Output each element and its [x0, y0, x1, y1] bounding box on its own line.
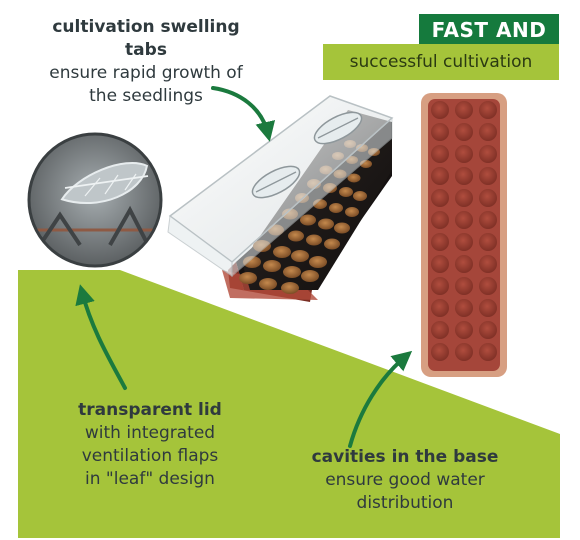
- callout-text: ensure good water: [325, 470, 485, 490]
- callout-title: cavities in the base: [311, 447, 499, 467]
- callout-transparent-lid: transparent lid with integrated ventilat…: [60, 399, 240, 491]
- callout-swelling-tabs: cultivation swelling tabs ensure rapid g…: [36, 16, 256, 108]
- curved-arrow-icon: [211, 86, 276, 142]
- callout-cavities-base: cavities in the base ensure good water d…: [298, 446, 512, 515]
- tray-with-lid: [167, 95, 394, 302]
- callout-text: with integrated: [84, 423, 216, 443]
- callout-title: tabs: [125, 40, 167, 60]
- callout-title: cultivation swelling: [52, 17, 240, 37]
- lime-background-band: [18, 270, 560, 538]
- curved-arrow-icon: [75, 284, 127, 390]
- headline-successful-cultivation: successful cultivation: [323, 44, 559, 80]
- leaf-vent-detail: [27, 132, 163, 268]
- callout-text: ensure rapid growth of: [49, 63, 243, 83]
- callout-title: transparent lid: [78, 400, 222, 420]
- callout-text: in "leaf" design: [85, 469, 215, 489]
- headline-fast-and: FAST AND: [419, 14, 559, 46]
- curved-arrow-icon: [348, 350, 413, 448]
- callout-text: ventilation flaps: [81, 446, 219, 466]
- callout-text: the seedlings: [89, 86, 203, 106]
- base-tray-top-view: [421, 93, 507, 377]
- callout-text: distribution: [356, 493, 454, 513]
